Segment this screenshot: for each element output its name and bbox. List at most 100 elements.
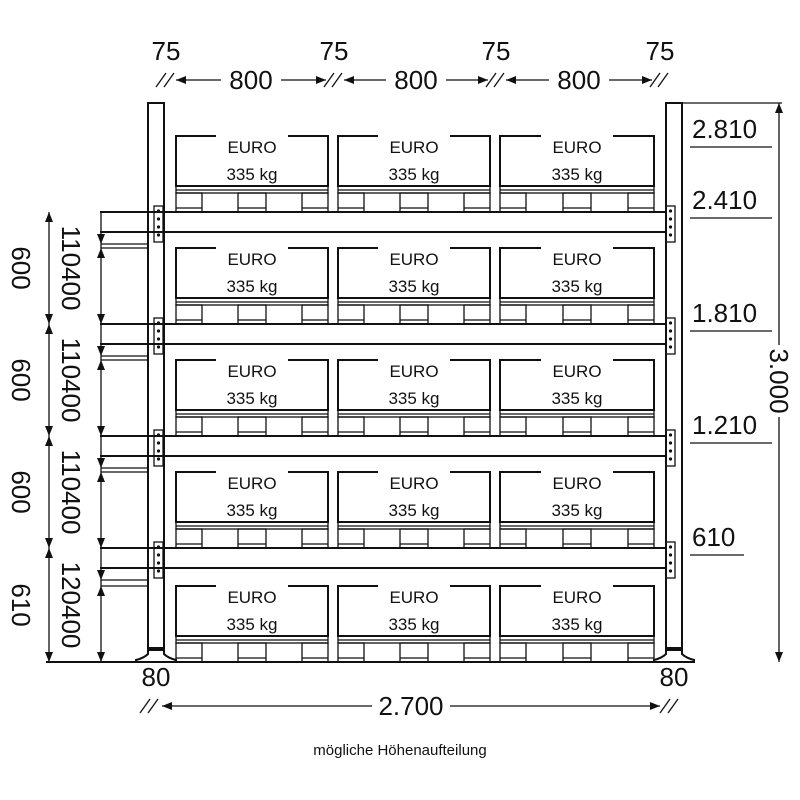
beam-connector-right	[665, 429, 676, 467]
label-bg	[378, 612, 450, 634]
pallet-block	[399, 528, 429, 549]
level-spacing-label: 600	[6, 358, 36, 401]
dimension-arrow	[97, 360, 105, 370]
pallet-block	[463, 528, 491, 549]
label-bg	[216, 162, 288, 184]
label-bg	[378, 470, 450, 492]
pallet-load: 335 kg	[226, 501, 277, 520]
dimension-tick	[147, 698, 159, 714]
connector-bolt	[156, 441, 161, 445]
dimension-arrow	[97, 234, 105, 244]
dimension-arrow	[97, 426, 105, 436]
pallet-block	[627, 416, 655, 437]
dimension-arrow	[344, 76, 354, 84]
pallet-load: 335 kg	[388, 389, 439, 408]
label-bg	[770, 345, 790, 417]
pallet-load: 335 kg	[388, 165, 439, 184]
connector-bolt	[156, 449, 161, 453]
dimension-arrow	[316, 76, 326, 84]
pallet-load: 335 kg	[226, 277, 277, 296]
connector-bolt	[156, 569, 161, 573]
label-bg	[541, 386, 613, 408]
connector-bolt	[156, 209, 161, 213]
dimension-arrow	[478, 76, 488, 84]
label-bg	[378, 162, 450, 184]
pallet-load: 335 kg	[551, 501, 602, 520]
pallet-block	[337, 528, 365, 549]
pallet-block	[499, 642, 527, 663]
pallet-block	[399, 642, 429, 663]
pallet-load: 335 kg	[226, 165, 277, 184]
beam-connector-right	[665, 205, 676, 243]
pallet-block	[463, 416, 491, 437]
dimension-arrow	[45, 548, 53, 558]
pallet-load: 335 kg	[388, 277, 439, 296]
label-bg	[541, 274, 613, 296]
pallet-block	[237, 304, 267, 325]
pallet-block	[301, 642, 329, 663]
pallet-block	[562, 528, 592, 549]
pallet-block	[499, 304, 527, 325]
connector-bolt	[668, 225, 673, 229]
dimension-tick	[657, 72, 669, 88]
dimension-arrow	[45, 314, 53, 324]
connector-bolt	[668, 329, 673, 333]
dimension-arrow	[45, 212, 53, 222]
label-bg	[378, 386, 450, 408]
level-height-label: 2.410	[692, 185, 757, 215]
connector-bolt	[156, 561, 161, 565]
footplate-width-left: 80	[142, 662, 171, 692]
pallet-block	[463, 192, 491, 213]
connector-bolt	[156, 433, 161, 437]
connector-bolt	[156, 553, 161, 557]
pallet-block	[175, 642, 203, 663]
pallet-label: EURO	[227, 362, 276, 381]
dimension-tick	[139, 698, 151, 714]
beam-connector-left	[153, 317, 164, 355]
gap-dimension-label: 75	[152, 36, 181, 66]
dimension-tick	[485, 72, 497, 88]
pallet-block	[237, 192, 267, 213]
label-bg	[541, 612, 613, 634]
dimension-arrow	[97, 586, 105, 596]
pallet-load: 335 kg	[551, 165, 602, 184]
dimension-arrow	[97, 458, 105, 468]
dimension-tick	[659, 698, 671, 714]
upright-left	[147, 102, 165, 651]
pallet-load: 335 kg	[551, 389, 602, 408]
pallet-block	[627, 642, 655, 663]
pallet-block	[337, 304, 365, 325]
connector-bolt	[156, 225, 161, 229]
beam-connector-right	[665, 317, 676, 355]
gap-dimension-label: 75	[320, 36, 349, 66]
pallet-load: 335 kg	[388, 501, 439, 520]
label-bg	[216, 274, 288, 296]
beam-connector-left	[153, 429, 164, 467]
bay-width-label: 800	[557, 65, 600, 95]
dimension-tick	[323, 72, 335, 88]
pallet-load: 335 kg	[551, 615, 602, 634]
pallet-block	[175, 304, 203, 325]
pallet-block	[627, 304, 655, 325]
dimension-arrow	[97, 346, 105, 356]
pallet-block	[499, 192, 527, 213]
pallet-block	[237, 528, 267, 549]
label-bg	[216, 246, 288, 268]
pallet-label: EURO	[227, 250, 276, 269]
label-bg	[541, 470, 613, 492]
beam-and-clear-height-label: 110400	[56, 226, 86, 311]
connector-bolt	[668, 449, 673, 453]
pallet-label: EURO	[389, 474, 438, 493]
label-bg	[378, 246, 450, 268]
connector-bolt	[668, 321, 673, 325]
dimension-arrow	[97, 314, 105, 324]
